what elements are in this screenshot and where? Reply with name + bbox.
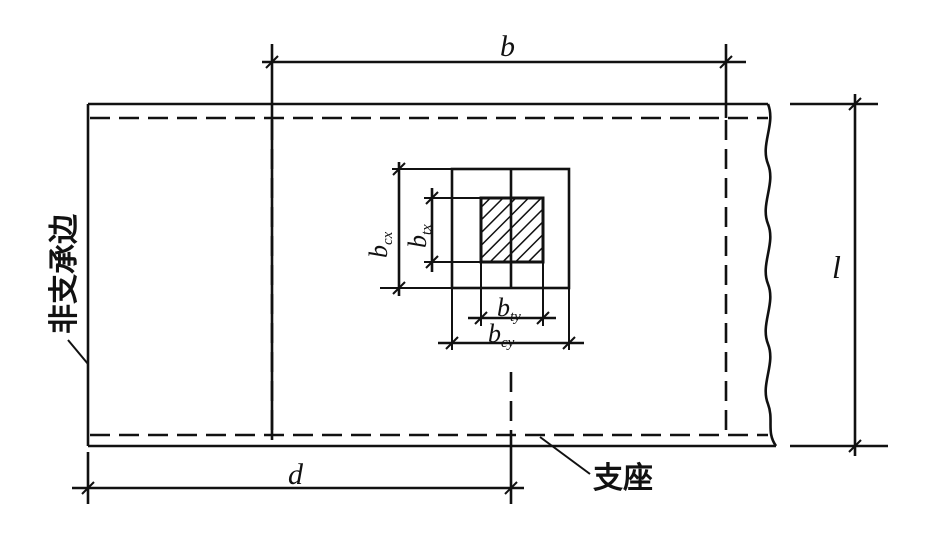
dimension-btx-label: btx [403,224,435,248]
dimension-d-label: d [288,458,304,491]
dimension-d: d [72,446,524,504]
dimension-bty-label: bty [497,293,521,325]
non-support-edge-label: 非支承边 [47,213,82,334]
dimension-bcy: bcy [438,288,584,351]
dimension-bty: bty [468,262,556,326]
column-section [479,196,545,264]
dimension-l-label: l [832,249,841,285]
non-support-edge-callout: 非支承边 [47,213,89,365]
dimension-bcy-label: bcy [488,319,515,351]
support-label: 支座 [593,461,653,496]
break-line [764,103,778,447]
dimension-bcx-label: bcx [364,231,396,258]
dimension-btx: btx [403,188,481,272]
support-callout: 支座 [539,436,653,496]
support-dashed-lines [90,116,768,446]
dimension-b-label: b [500,30,515,63]
dimension-b: b [262,30,746,440]
dimension-bcx: bcx [364,162,452,296]
slab-outline [86,102,778,448]
load-footprint [450,167,571,290]
dimension-l: l [790,94,888,456]
